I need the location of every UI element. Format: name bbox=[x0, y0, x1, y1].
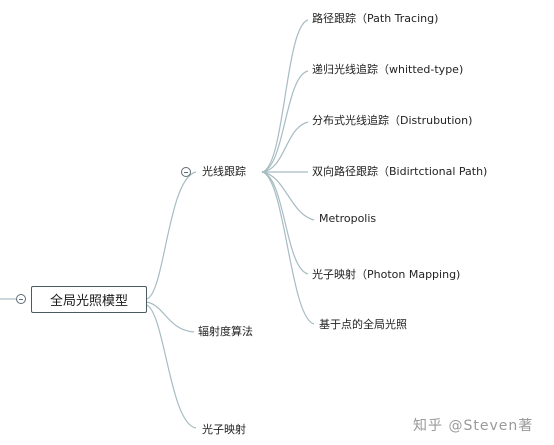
branch-radiosity[interactable]: 辐射度算法 bbox=[198, 325, 253, 338]
leaf-bidirectional[interactable]: 双向路径跟踪（Bidirtctional Path) bbox=[312, 165, 488, 178]
collapse-root-button[interactable] bbox=[16, 294, 26, 304]
branch-photon-mapping[interactable]: 光子映射 bbox=[202, 423, 246, 436]
leaf-photon-mapping[interactable]: 光子映射（Photon Mapping) bbox=[312, 268, 461, 281]
leaf-distribution[interactable]: 分布式光线追踪（Distrubution) bbox=[312, 114, 473, 127]
leaf-whitted[interactable]: 递归光线追踪（whitted-type) bbox=[312, 63, 464, 76]
connector-root-to-radiosity bbox=[146, 301, 195, 333]
collapse-ray-tracing-button[interactable] bbox=[181, 167, 191, 177]
watermark: 知乎 @Steven著 bbox=[413, 418, 534, 434]
connector-root-to-ray-tracing bbox=[146, 171, 197, 300]
connector-ray-to-metropolis bbox=[261, 171, 315, 221]
connector-root-to-photon-mapping bbox=[146, 304, 197, 429]
leaf-path-tracing[interactable]: 路径跟踪（Path Tracing) bbox=[312, 12, 439, 25]
connector-ray-to-path-tracing bbox=[261, 19, 309, 173]
connector-ray-to-point-based bbox=[261, 171, 315, 325]
connector-ray-to-distribution bbox=[261, 121, 309, 173]
root-node[interactable]: 全局光照模型 bbox=[31, 286, 147, 313]
connector-ray-to-whitted bbox=[261, 70, 309, 173]
leaf-metropolis[interactable]: Metropolis bbox=[319, 212, 377, 225]
root-node-label: 全局光照模型 bbox=[49, 294, 128, 309]
connector-ray-to-photon-mapping bbox=[261, 171, 309, 275]
branch-ray-tracing[interactable]: 光线跟踪 bbox=[202, 165, 246, 178]
leaf-point-based-gi[interactable]: 基于点的全局光照 bbox=[319, 318, 407, 331]
